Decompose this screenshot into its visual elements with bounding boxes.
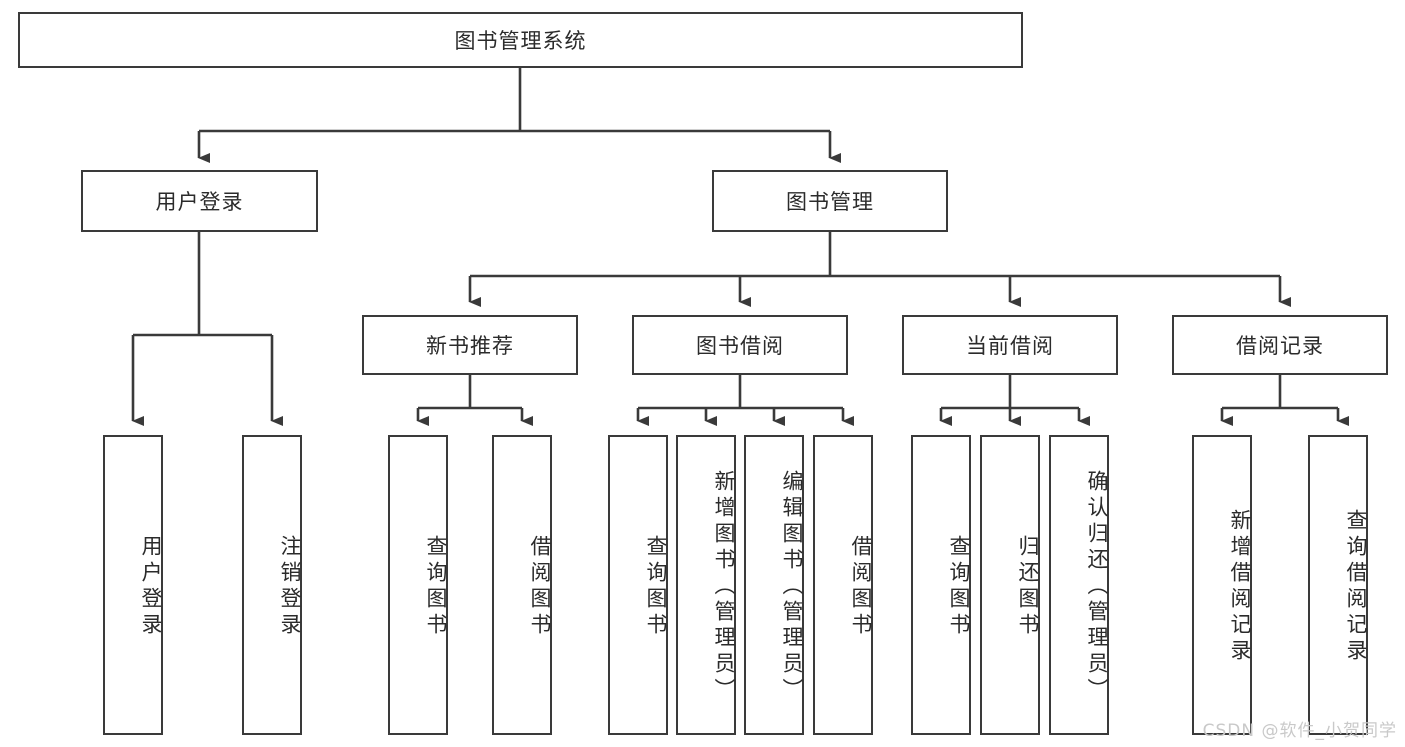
node-label: 当前借阅 [966,334,1054,358]
node-label: 借阅图书 [528,535,552,639]
leaf-borrow-book-1[interactable]: 借阅图书 [492,435,552,735]
node-label: 归还图书 [1016,535,1040,639]
leaf-confirm-return[interactable]: 确认归还（管理员） [1049,435,1109,735]
node-user-login[interactable]: 用户登录 [81,170,318,232]
leaf-edit-book[interactable]: 编辑图书（管理员） [744,435,804,735]
leaf-user-login[interactable]: 用户登录 [103,435,163,735]
node-label: 查询图书 [424,535,448,639]
leaf-return-book[interactable]: 归还图书 [980,435,1040,735]
leaf-query-book-3[interactable]: 查询图书 [911,435,971,735]
node-label: 图书借阅 [696,334,784,358]
node-label: 查询图书 [644,535,668,639]
watermark: CSDN @软件_小贺同学 [1202,721,1397,741]
node-label: 用户登录 [155,190,244,214]
leaf-logout-login[interactable]: 注销登录 [242,435,302,735]
node-label: 新增图书（管理员） [712,470,736,704]
node-label: 确认归还（管理员） [1085,470,1109,704]
node-label: 借阅记录 [1236,334,1324,358]
node-label: 用户登录 [139,535,163,639]
node-label: 查询借阅记录 [1344,509,1368,665]
leaf-add-record[interactable]: 新增借阅记录 [1192,435,1252,735]
leaf-add-book[interactable]: 新增图书（管理员） [676,435,736,735]
node-borrow-record[interactable]: 借阅记录 [1172,315,1388,375]
node-book-borrow[interactable]: 图书借阅 [632,315,848,375]
leaf-query-book-2[interactable]: 查询图书 [608,435,668,735]
leaf-borrow-book-2[interactable]: 借阅图书 [813,435,873,735]
node-label: 新增借阅记录 [1228,509,1252,665]
node-label: 借阅图书 [849,535,873,639]
node-book-management[interactable]: 图书管理 [712,170,948,232]
leaf-query-record[interactable]: 查询借阅记录 [1308,435,1368,735]
leaf-query-book-1[interactable]: 查询图书 [388,435,448,735]
node-new-book-recommend[interactable]: 新书推荐 [362,315,578,375]
node-label: 图书管理系统 [454,29,587,53]
node-current-borrow[interactable]: 当前借阅 [902,315,1118,375]
node-label: 图书管理 [786,190,874,214]
node-label: 注销登录 [278,535,302,639]
node-label: 查询图书 [947,535,971,639]
node-label: 编辑图书（管理员） [780,470,804,704]
node-label: 新书推荐 [426,334,514,358]
node-root-book-management-system[interactable]: 图书管理系统 [18,12,1023,68]
